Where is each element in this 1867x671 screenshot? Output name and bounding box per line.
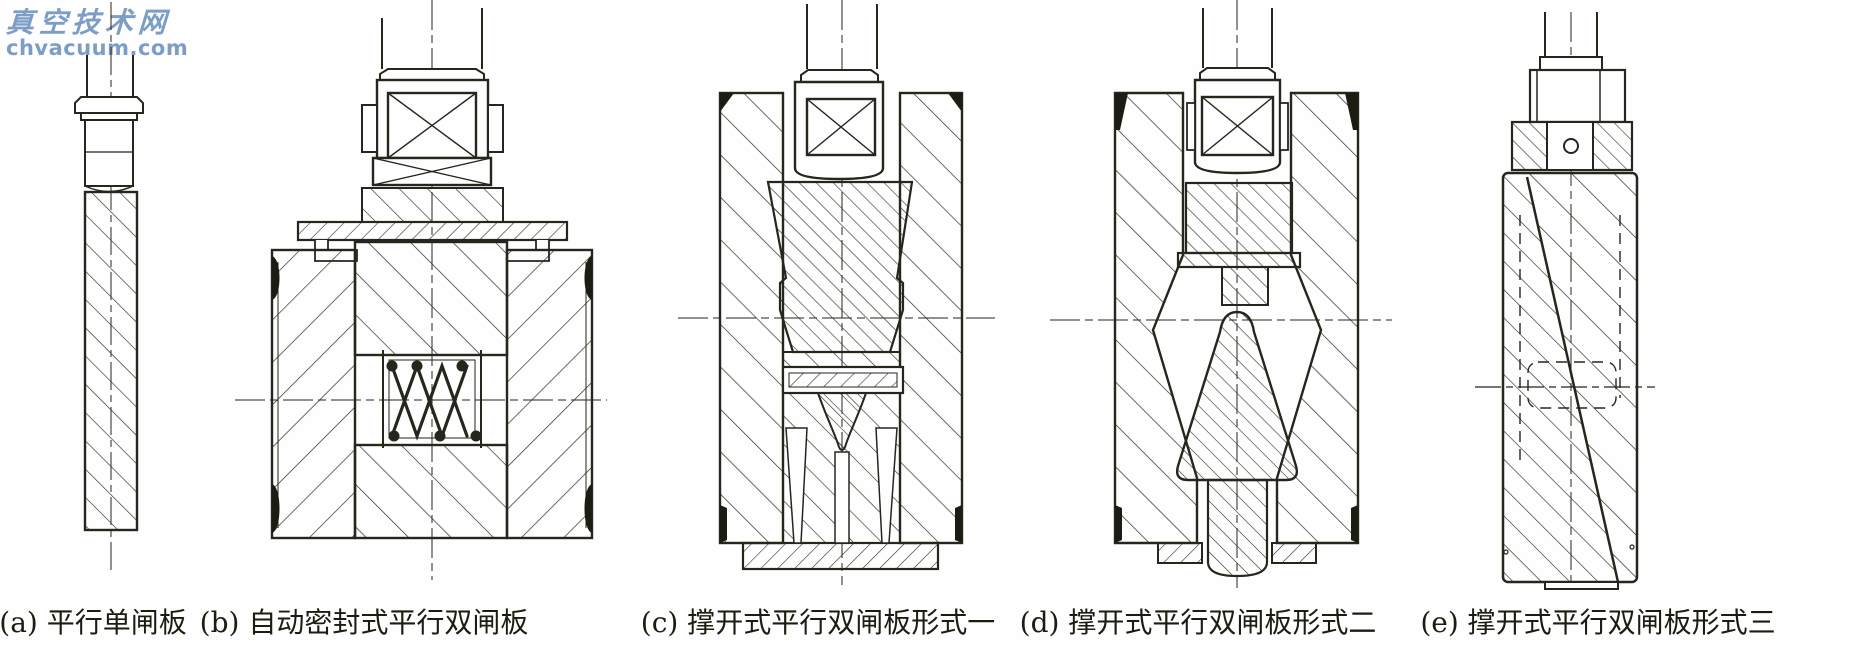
housing-ledge-left [361,104,378,153]
caption-c: (c) 撑开式平行双闸板形式一 [640,606,996,639]
figure-a-drawing [40,0,200,590]
figure-c-drawing [650,0,1020,590]
housing-ledge-left [1186,102,1196,151]
stem-coupling-block [1528,68,1627,124]
wedge-split-line [1525,176,1620,583]
gate-plate-right [1275,91,1360,545]
spreader-wedge [766,180,914,354]
housing-ledge-right [487,104,504,153]
stem-collar [1539,56,1603,71]
inner-block-lower [353,443,509,540]
spring [390,361,469,441]
stem-block [84,119,134,193]
bottom-tab [1544,581,1619,590]
valve-stem [1544,12,1598,57]
gate-plate-right [505,248,594,540]
bottom-foot [741,541,940,571]
pin-hole [1563,138,1579,154]
figure-b-drawing [210,0,610,590]
slot-left [785,427,808,544]
caption-b: (b) 自动密封式平行双闸板 [199,606,529,639]
foot-left [1157,542,1203,564]
stem-nut-crossbox [805,97,877,157]
corner-chamfers [720,93,962,543]
gate-body [1501,171,1639,590]
caption-e: (e) 撑开式平行双闸板形式三 [1420,606,1776,639]
spreader-cone [1175,310,1299,482]
foot-right [1271,542,1317,564]
stem-flange [74,96,144,114]
upper-block [361,187,504,223]
caption-a: (a) 平行单闸板 [0,606,187,639]
gate-plate [83,190,139,532]
stem-collar [800,69,879,83]
spreader-pin [816,392,868,451]
stem-neck [80,112,138,121]
seal-rings [272,256,592,533]
thrust-washer-crossbox [371,156,493,187]
pin-nut-band [1510,120,1634,172]
center-channel [834,451,850,544]
hidden-lines [1519,215,1621,465]
valve-stem [86,55,134,97]
upper-wedge-block [1176,181,1302,306]
valve-stem [381,8,483,69]
caption-d: (d) 撑开式平行双闸板形式二 [1019,606,1377,639]
spreader-bar [781,365,905,395]
hidden-cavity [1527,361,1617,409]
cone-stem [1206,478,1269,578]
gate-plate-left [1113,91,1199,545]
housing-ledge-right [1279,102,1289,151]
top-plate [296,220,569,242]
spring-coil-dots [386,360,482,442]
gate-plate-left [270,248,357,540]
stem-collar [1199,67,1276,81]
stem-collar [379,68,485,81]
valve-stem [806,4,878,69]
spring-cage [382,350,482,448]
slot-right [875,427,898,544]
valve-stem [1202,8,1273,68]
watermark-domain: chvacuum.com [6,36,189,61]
figure-e-drawing [1440,0,1700,595]
figure-d-drawing [1030,0,1410,590]
site-watermark: 真空技术网 chvacuum.com [5,6,189,61]
stem-nut-crossbox [386,91,478,160]
inner-block-upper [353,240,509,357]
corner-chamfers [1115,93,1358,543]
stem-nut-crossbox [1200,95,1275,157]
